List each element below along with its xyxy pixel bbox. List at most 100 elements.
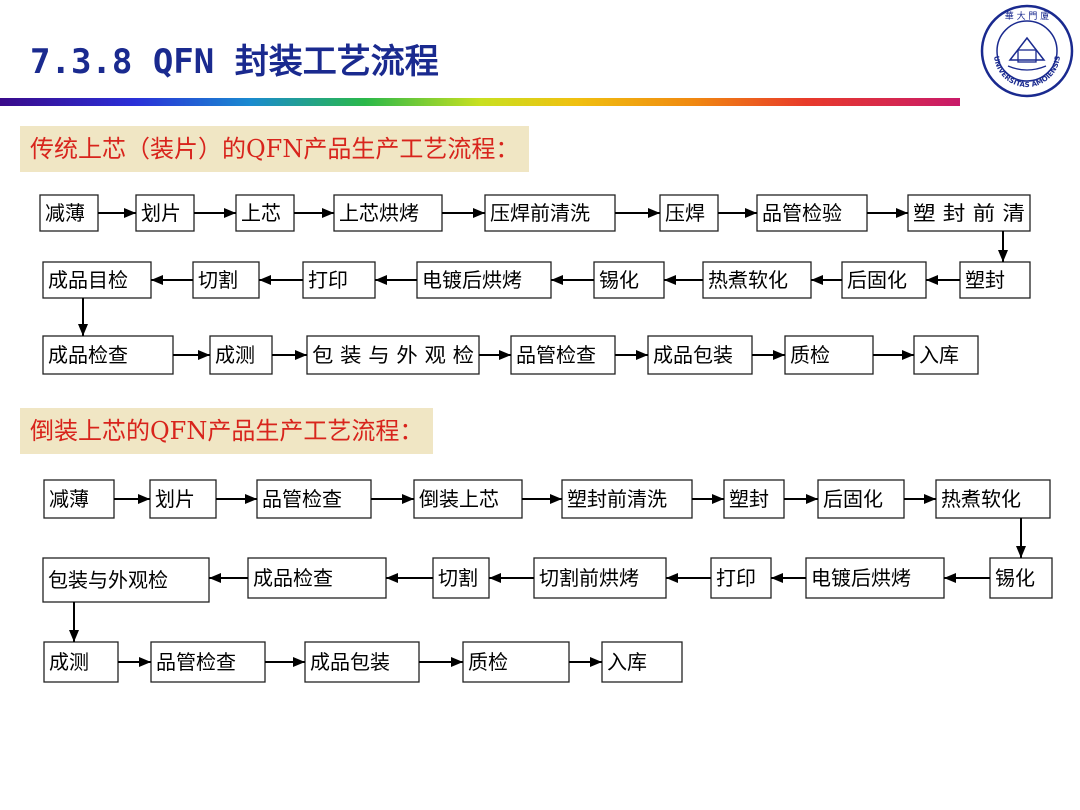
process-step-label: 品管检查 <box>156 650 236 674</box>
process-step-label: 质检 <box>468 650 508 674</box>
process-step-box <box>462 641 570 683</box>
process-step-box <box>784 335 874 375</box>
process-step-box <box>235 194 295 232</box>
process-step-box <box>333 194 443 232</box>
process-step-label: 电镀后烘烤 <box>422 268 522 292</box>
process-step-box <box>913 335 979 375</box>
process-step-label: 成品包装 <box>310 650 390 674</box>
flow-arrowhead <box>138 494 150 504</box>
process-step-box <box>150 641 266 683</box>
flow-arrowhead <box>926 275 938 285</box>
process-step-box <box>42 557 210 603</box>
process-step-box <box>935 479 1051 519</box>
process-step-label: 成品检查 <box>48 343 128 367</box>
process-step-box <box>302 261 376 299</box>
flow-arrowhead <box>375 275 387 285</box>
process-step-label: 划片 <box>141 201 181 225</box>
process-step-label: 热煮软化 <box>941 487 1021 511</box>
svg-text:華 大 門 廈: 華 大 門 廈 <box>1005 10 1050 22</box>
flow-arrowhead <box>745 208 757 218</box>
process-step-label: 成测 <box>49 650 89 674</box>
process-step-label: 上芯烘烤 <box>339 201 419 225</box>
process-step-label: 塑 封 前 清 <box>913 201 1025 225</box>
process-step-label: 后固化 <box>823 487 883 511</box>
process-step-box <box>510 335 616 375</box>
flow-arrowhead <box>473 208 485 218</box>
process-step-box <box>659 194 719 232</box>
process-step-label: 锡化 <box>599 268 639 292</box>
flow-arrowhead <box>69 630 79 642</box>
process-step-box <box>593 261 665 299</box>
flow-arrowhead <box>139 657 151 667</box>
section-heading-traditional: 传统上芯（装片）的QFN产品生产工艺流程： <box>20 126 530 172</box>
process-step-label: 成品包装 <box>653 343 733 367</box>
flow-arrowhead <box>590 657 602 667</box>
process-step-box <box>149 479 217 519</box>
process-step-label: 打印 <box>308 268 348 292</box>
flow-arrowhead <box>806 494 818 504</box>
flow-arrowhead <box>944 573 956 583</box>
process-step-label: 塑封 <box>729 487 769 511</box>
process-step-box <box>484 194 616 232</box>
process-step-label: 包装与外观检 <box>48 568 168 592</box>
flow-arrowhead <box>451 657 463 667</box>
process-step-label: 倒装上芯 <box>419 487 499 511</box>
process-step-box <box>907 194 1031 232</box>
process-step-label: 电镀后烘烤 <box>811 566 911 590</box>
process-step-label: 切割 <box>198 268 238 292</box>
process-step-box <box>817 479 905 519</box>
process-step-box <box>209 335 273 375</box>
flow-arrowhead <box>489 573 501 583</box>
process-step-box <box>710 557 772 599</box>
flow-arrowhead <box>771 573 783 583</box>
process-step-box <box>43 641 119 683</box>
slide-title: 7.3.8 QFN 封装工艺流程 <box>30 42 439 82</box>
process-step-label: 成品检查 <box>253 566 333 590</box>
flow-arrowhead <box>293 657 305 667</box>
flow-arrowhead <box>209 573 221 583</box>
flow-arrowhead <box>664 275 676 285</box>
process-step-label: 成品目检 <box>48 268 128 292</box>
process-step-box <box>533 557 667 599</box>
process-step-label: 品管检验 <box>762 201 842 225</box>
process-step-label: 上芯 <box>241 201 281 225</box>
flow-arrowhead <box>386 573 398 583</box>
flow-arrowhead <box>259 275 271 285</box>
process-step-label: 品管检查 <box>516 343 596 367</box>
section-heading-flipchip: 倒装上芯的QFN产品生产工艺流程： <box>20 408 434 454</box>
process-step-box <box>192 261 260 299</box>
process-step-label: 减薄 <box>49 487 89 511</box>
process-step-box <box>247 557 387 599</box>
process-step-label: 塑封 <box>965 268 1005 292</box>
process-step-label: 入库 <box>607 650 647 674</box>
process-step-label: 压焊前清洗 <box>490 201 590 225</box>
flow-arrowhead <box>896 208 908 218</box>
process-step-label: 压焊 <box>665 201 705 225</box>
process-step-box <box>42 335 174 375</box>
flow-arrowhead <box>551 275 563 285</box>
process-step-label: 品管检查 <box>262 487 342 511</box>
flow-arrowhead <box>636 350 648 360</box>
flow-arrowhead <box>402 494 414 504</box>
process-step-label: 切割前烘烤 <box>539 566 639 590</box>
process-step-box <box>43 479 115 519</box>
university-seal-logo: 華 大 門 廈 UNIVERSITAS AMOIENSIS <box>980 4 1074 98</box>
process-step-label: 切割 <box>438 566 478 590</box>
process-step-label: 包 装 与 外 观 检 <box>312 343 474 367</box>
flow-arrowhead <box>924 494 936 504</box>
process-step-label: 质检 <box>790 343 830 367</box>
flow-arrowhead <box>666 573 678 583</box>
flow-arrowhead <box>648 208 660 218</box>
process-step-label: 划片 <box>155 487 195 511</box>
flow-arrowhead <box>124 208 136 218</box>
process-step-label: 减薄 <box>45 201 85 225</box>
process-step-box <box>432 557 490 599</box>
process-step-label: 成测 <box>215 343 255 367</box>
flow-arrowhead <box>550 494 562 504</box>
flow-arrowhead <box>198 350 210 360</box>
flow-arrowhead <box>773 350 785 360</box>
process-step-label: 入库 <box>919 343 959 367</box>
process-step-box <box>561 479 693 519</box>
process-step-label: 打印 <box>716 566 756 590</box>
